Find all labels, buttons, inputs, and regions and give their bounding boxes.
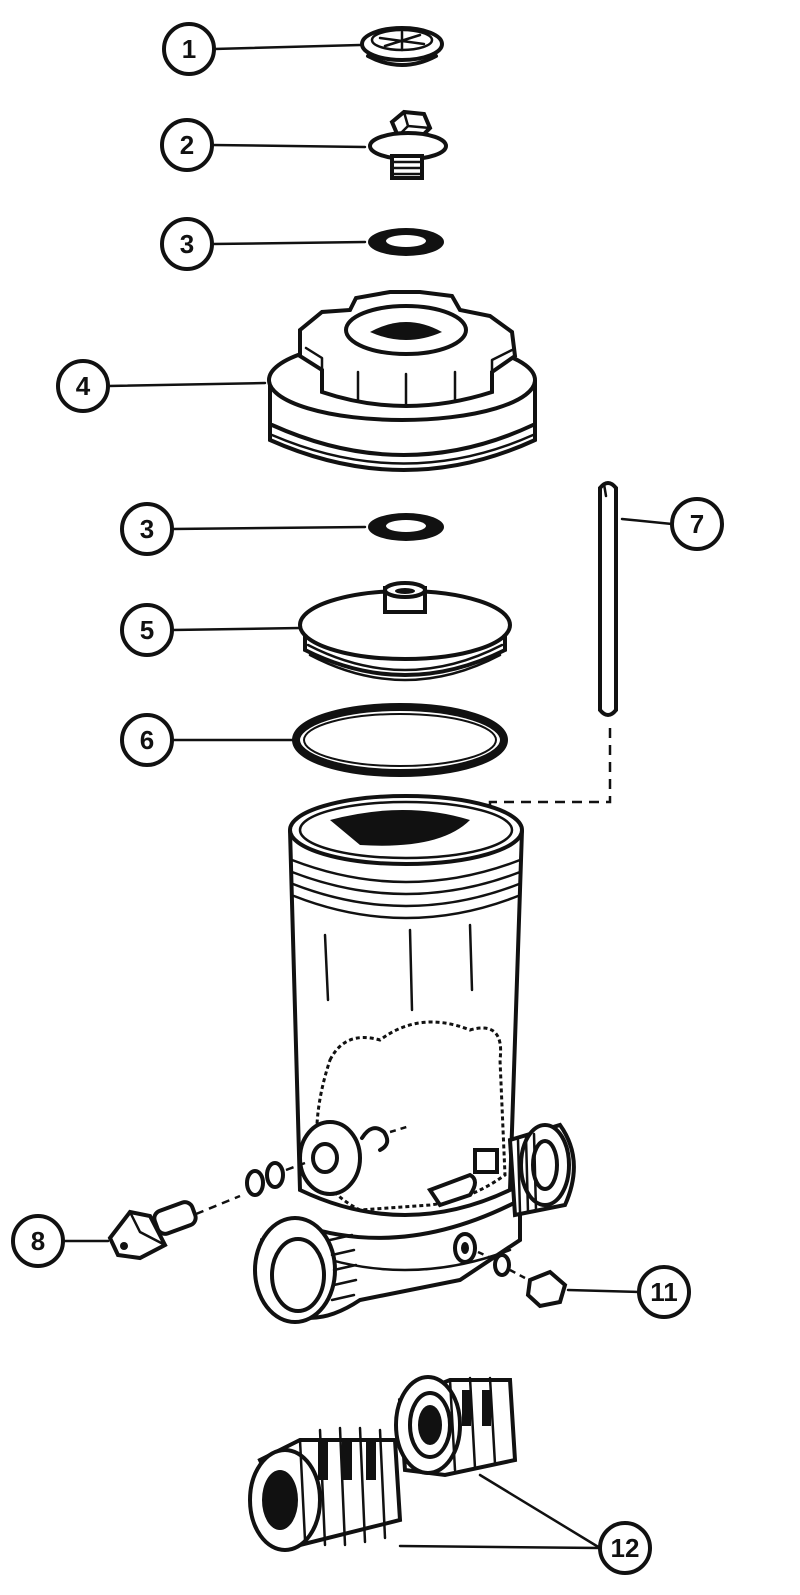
part-6-o-ring xyxy=(292,703,508,777)
callout-6-label: 6 xyxy=(140,725,154,755)
callout-11: 11 xyxy=(566,1265,691,1319)
part-12-union-left xyxy=(248,1426,403,1552)
callout-5: 5 xyxy=(120,603,302,657)
callout-12: 12 xyxy=(398,1473,652,1575)
feeder-body xyxy=(253,794,576,1324)
part-8-valve-fitting xyxy=(107,1161,306,1261)
callout-4: 4 xyxy=(56,359,267,413)
callout-7-label: 7 xyxy=(690,509,704,539)
callout-4-label: 4 xyxy=(76,371,91,401)
callout-12-label: 12 xyxy=(611,1533,640,1563)
callout-2: 2 xyxy=(160,118,367,172)
callout-3-top-label: 3 xyxy=(180,229,194,259)
part-4-locking-lid xyxy=(267,290,537,472)
callout-8-label: 8 xyxy=(31,1226,45,1256)
part-12-union-right xyxy=(394,1375,518,1478)
callout-1-label: 1 xyxy=(182,34,196,64)
part-2-plug-screw xyxy=(368,109,448,180)
part-3-washer-top xyxy=(368,228,444,256)
callout-1: 1 xyxy=(162,22,362,76)
callout-2-label: 2 xyxy=(180,130,194,160)
part-3-washer-middle xyxy=(368,513,444,541)
callout-3-middle-label: 3 xyxy=(140,514,154,544)
callout-8: 8 xyxy=(11,1214,110,1268)
callout-5-label: 5 xyxy=(140,615,154,645)
part-5-inner-cover xyxy=(298,581,512,682)
callout-11-label: 11 xyxy=(650,1277,678,1307)
callout-7: 7 xyxy=(620,497,724,551)
callout-3-middle: 3 xyxy=(120,502,367,556)
part-11-drain-plug xyxy=(477,1250,568,1309)
callout-3-top: 3 xyxy=(160,217,367,271)
part-1-vent-cap xyxy=(360,26,444,67)
callout-6: 6 xyxy=(120,713,295,767)
